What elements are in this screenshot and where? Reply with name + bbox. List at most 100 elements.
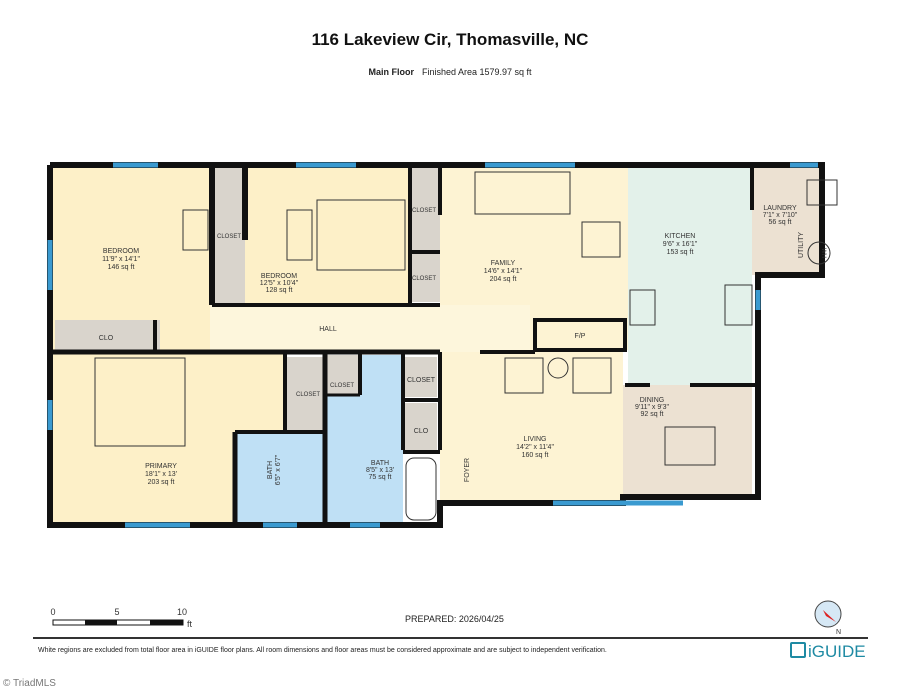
closet-label: CLOSET	[296, 392, 320, 398]
room-dims: 11'9" x 14'1"	[102, 256, 140, 263]
room-dims: 18'1" x 13'	[145, 471, 177, 478]
room-area: 160 sq ft	[522, 452, 549, 459]
room-name: BEDROOM	[103, 248, 139, 255]
compass-icon: N	[814, 600, 842, 636]
closet-label: CLOSET	[330, 383, 354, 389]
room-name: KITCHEN	[665, 233, 696, 240]
room-area: 153 sq ft	[667, 249, 694, 256]
closet-label: CLOSET	[412, 208, 436, 214]
washer	[806, 179, 838, 206]
closet-area	[405, 403, 437, 450]
laundry-area	[752, 165, 822, 275]
sofa	[474, 171, 571, 215]
dining-area	[623, 385, 752, 497]
room-dims: 14'6" x 14'1"	[484, 268, 523, 275]
room-name: FAMILY	[491, 260, 516, 267]
compass-north-label: N	[836, 629, 841, 636]
room-name: BATH	[371, 460, 389, 467]
clo-area	[55, 320, 160, 350]
closet-area	[212, 168, 245, 303]
hall-area	[210, 305, 535, 352]
closet-area	[410, 254, 440, 302]
armchair	[504, 357, 544, 394]
utility-label: UTILITY	[798, 232, 805, 258]
clo-label: CLO	[414, 428, 429, 435]
bath2-area	[327, 395, 403, 525]
room-dims: 9'6" x 16'1"	[663, 241, 698, 248]
room-area: 56 sq ft	[769, 219, 792, 226]
prepared-date: PREPARED: 2026/04/25	[405, 614, 504, 624]
room-area: 128 sq ft	[266, 287, 293, 294]
room-dims: 14'2" x 11'4"	[516, 444, 554, 451]
floor-name: Main Floor	[368, 67, 414, 77]
living-area	[440, 352, 623, 503]
clo-label: CLO	[99, 335, 114, 342]
fireplace-label: F/P	[575, 333, 586, 340]
scale-bar: 0 5 10 ft	[50, 607, 193, 629]
room-dims: 9'11" x 9'3"	[635, 404, 669, 411]
scale-unit: ft	[187, 619, 193, 629]
scale-tick: 0	[50, 607, 55, 617]
room-name: DINING	[640, 397, 665, 404]
room-fills	[50, 165, 822, 525]
closet-area	[327, 355, 360, 395]
water-heater-label: WH	[820, 248, 826, 258]
room-dims: 6'5" x 6'7"	[275, 454, 282, 485]
disclaimer: White regions are excluded from total fl…	[38, 647, 607, 654]
room-dims: 12'5" x 10'4"	[260, 280, 299, 287]
bedroom2-area	[245, 165, 410, 305]
fireplace	[533, 318, 627, 352]
bath2-area	[360, 355, 403, 395]
closet-area	[403, 357, 437, 397]
finished-area: Finished Area 1579.97 sq ft	[421, 67, 532, 77]
closet-area	[410, 168, 440, 250]
armchair	[572, 357, 612, 394]
closet-label: CLOSET	[412, 276, 436, 282]
room-labels: BEDROOM 11'9" x 14'1" 146 sq ft BEDROOM …	[99, 205, 826, 486]
room-name: BATH	[267, 461, 274, 479]
scale-tick: 10	[177, 607, 187, 617]
primary-area	[50, 352, 240, 525]
iguide-logo: iGUIDE	[790, 642, 866, 662]
room-area: 146 sq ft	[108, 264, 135, 271]
sink-counter	[724, 284, 753, 326]
bedroom1-area	[50, 165, 212, 350]
iguide-logo-text: iGUIDE	[808, 642, 866, 661]
dining-table	[664, 426, 716, 466]
side-table	[547, 357, 569, 379]
windows	[47, 162, 818, 528]
footer-divider	[33, 637, 868, 639]
primary-area	[235, 352, 285, 430]
kitchen-area	[628, 165, 752, 385]
room-dims: 7'1" x 7'10"	[763, 212, 798, 219]
room-name: LIVING	[524, 436, 547, 443]
page-title: 116 Lakeview Cir, Thomasville, NC	[311, 30, 589, 49]
room-name: PRIMARY	[145, 463, 177, 470]
dresser	[286, 209, 313, 261]
stove	[629, 289, 656, 326]
bed	[94, 357, 186, 447]
walls	[47, 162, 825, 528]
room-dims: 8'5" x 13'	[366, 467, 394, 474]
room-name: LAUNDRY	[763, 205, 797, 212]
room-name: BEDROOM	[261, 273, 297, 280]
bed	[316, 199, 406, 271]
room-area: 204 sq ft	[490, 276, 517, 283]
copyright: © TriadMLS	[3, 678, 56, 689]
hall-label: HALL	[319, 326, 337, 333]
armchair	[581, 221, 621, 258]
floor-subtitle: Main Floor Finished Area 1579.97 sq ft	[0, 67, 900, 77]
family-area	[440, 165, 630, 305]
room-area: 92 sq ft	[641, 411, 664, 418]
bath1-area	[235, 432, 325, 525]
foyer-label: FOYER	[464, 458, 471, 482]
closet-label: CLOSET	[407, 377, 436, 384]
iguide-logo-icon	[790, 642, 806, 658]
furniture	[94, 171, 838, 521]
scale-tick: 5	[114, 607, 119, 617]
water-heater	[807, 241, 831, 265]
room-area: 75 sq ft	[369, 474, 392, 481]
closet-label: CLOSET	[217, 234, 241, 240]
desk	[182, 209, 209, 251]
bathtub	[405, 457, 437, 521]
